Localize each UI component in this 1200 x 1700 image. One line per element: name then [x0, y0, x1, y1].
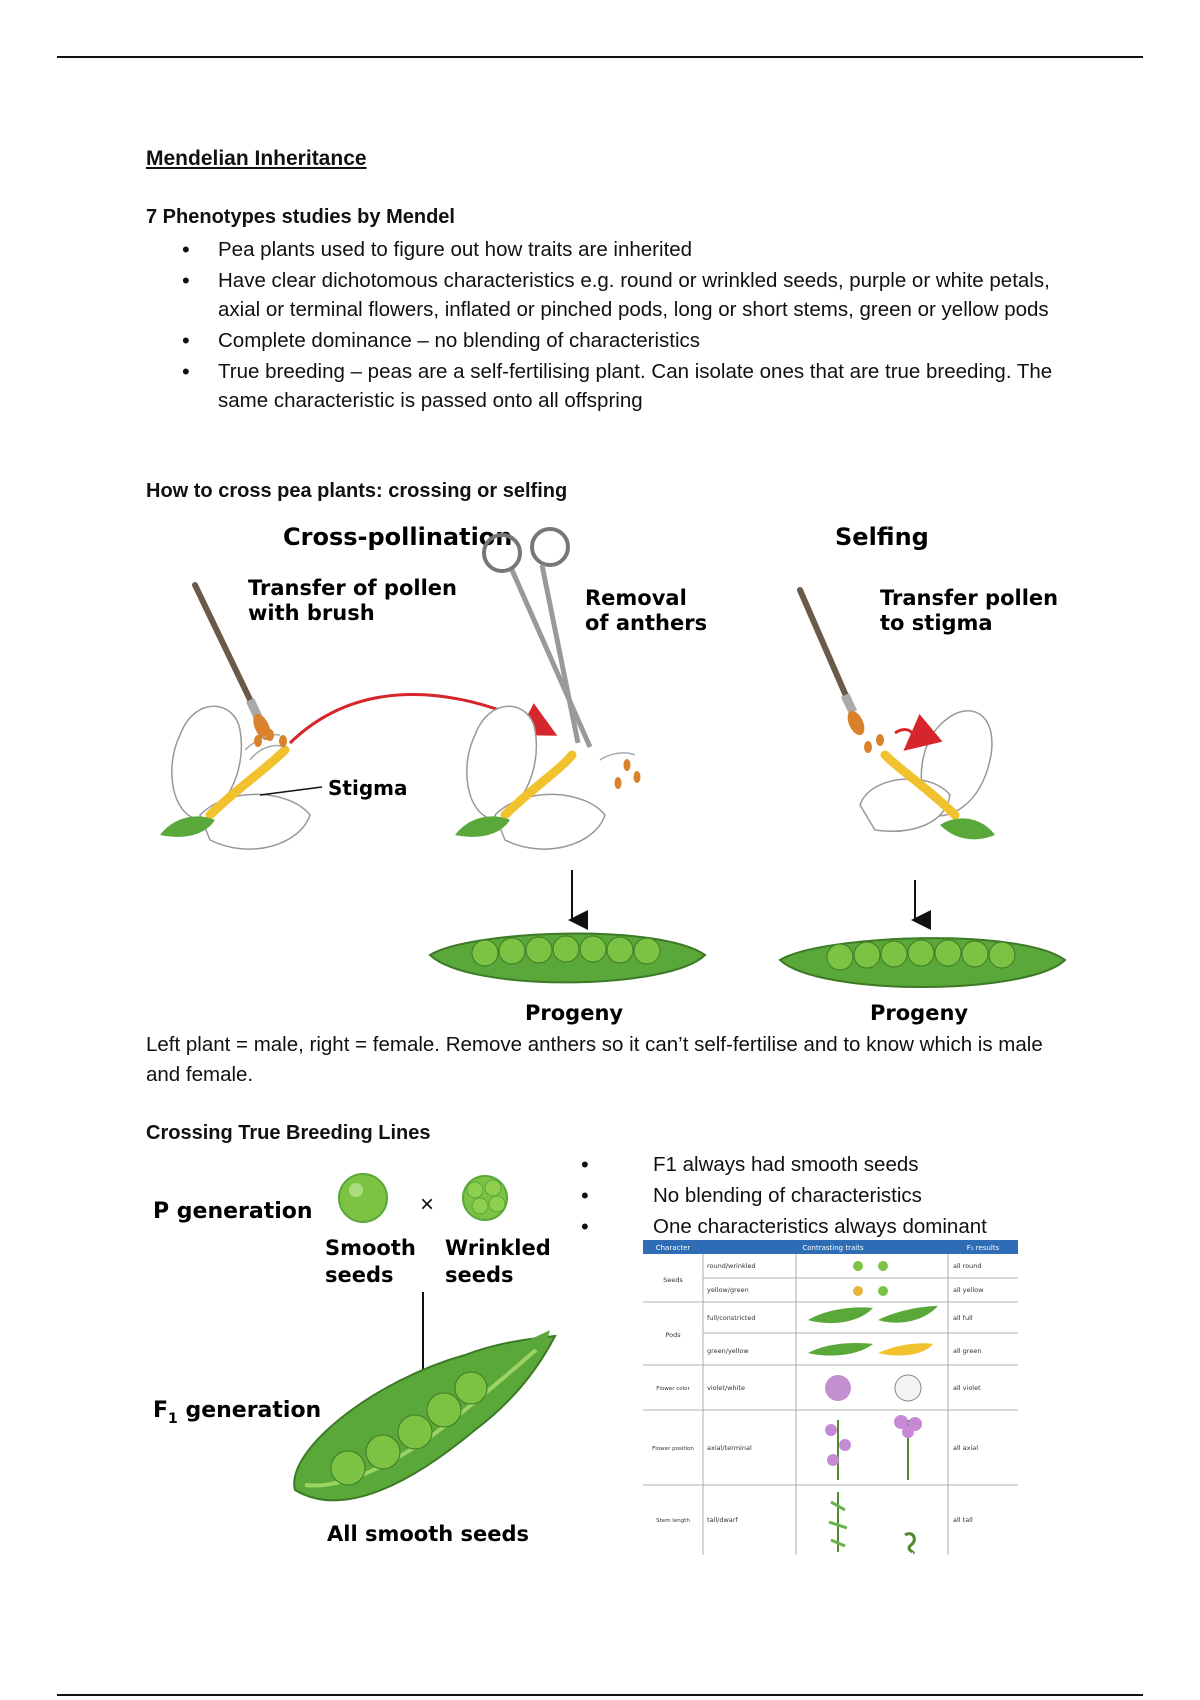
progeny-left: Progeny	[525, 1001, 623, 1025]
table-row: full/constricted	[707, 1314, 756, 1322]
table-row: Seeds	[663, 1276, 683, 1284]
table-row: tall/dwarf	[707, 1516, 738, 1524]
table-row: all tall	[953, 1516, 973, 1524]
pollination-figure: Cross-pollination Selfing Transfer of po…	[140, 515, 1080, 1030]
section2-heading: How to cross pea plants: crossing or sel…	[146, 480, 567, 503]
table-row: Flower position	[652, 1446, 694, 1452]
table-row: all green	[953, 1347, 981, 1355]
cross-figure: P generation × Smooth seeds Wrinkled see…	[145, 1160, 565, 1550]
section1-heading: 7 Phenotypes studies by Mendel	[146, 206, 455, 229]
smooth-seed-icon	[339, 1174, 387, 1222]
table-row: Stem length	[656, 1518, 690, 1524]
table-header-character: Character	[656, 1244, 691, 1252]
list-item: Pea plants used to figure out how traits…	[146, 235, 1066, 264]
pod-icon	[430, 934, 705, 983]
list-item: No blending of characteristics	[545, 1181, 1045, 1210]
table-row: violet/white	[707, 1384, 745, 1392]
section3-bullets: F1 always had smooth seeds No blending o…	[545, 1150, 1045, 1243]
table-header-traits: Contrasting traits	[802, 1244, 864, 1252]
table-header-results: F₁ results	[967, 1244, 1000, 1252]
label-self-pollen: Transfer pollen	[880, 586, 1058, 610]
smooth-seeds-label-line2: seeds	[325, 1263, 394, 1287]
table-row: axial/terminal	[707, 1444, 752, 1452]
male-flower-icon	[160, 706, 310, 849]
section3-heading: Crossing True Breeding Lines	[146, 1122, 431, 1145]
selfing-title: Selfing	[835, 523, 929, 551]
table-row: all full	[953, 1314, 973, 1322]
table-row: all yellow	[953, 1286, 984, 1294]
page-title: Mendelian Inheritance	[146, 147, 367, 171]
table-row: Pods	[665, 1331, 681, 1339]
f1-generation-label: F1 generation	[153, 1398, 321, 1427]
section2-caption: Left plant = male, right = female. Remov…	[146, 1030, 1056, 1090]
table-row: green/yellow	[707, 1347, 749, 1355]
smooth-seeds-label: Smooth	[325, 1236, 416, 1260]
all-smooth-label: All smooth seeds	[327, 1522, 529, 1546]
table-row: round/wrinkled	[707, 1262, 756, 1270]
table-row: all round	[953, 1262, 982, 1270]
traits-table: Character Contrasting traits F₁ results …	[643, 1240, 1018, 1555]
label-brush-line2: with brush	[248, 601, 375, 625]
label-self-pollen-line2: to stigma	[880, 611, 993, 635]
label-stigma: Stigma	[328, 776, 407, 800]
wrinkled-seeds-label: Wrinkled	[445, 1236, 551, 1260]
label-brush: Transfer of pollen	[248, 576, 457, 600]
table-row: all axial	[953, 1444, 978, 1452]
top-rule	[57, 56, 1143, 58]
p-generation-label: P generation	[153, 1199, 313, 1224]
cross-pollination-title: Cross-pollination	[283, 523, 512, 551]
wrinkled-seeds-label-line2: seeds	[445, 1263, 514, 1287]
progeny-right: Progeny	[870, 1001, 968, 1025]
cross-symbol: ×	[420, 1191, 434, 1218]
list-item: True breeding – peas are a self-fertilis…	[146, 357, 1066, 415]
selfing-flower-icon	[860, 711, 995, 840]
list-item: Have clear dichotomous characteristics e…	[146, 266, 1066, 324]
label-anthers: Removal	[585, 586, 687, 610]
table-row: yellow/green	[707, 1286, 749, 1294]
brush-icon	[800, 590, 868, 738]
female-flower-icon	[455, 706, 641, 849]
section1-bullets: Pea plants used to figure out how traits…	[146, 235, 1066, 417]
open-pod-icon	[294, 1330, 555, 1500]
list-item: Complete dominance – no blending of char…	[146, 326, 1066, 355]
pod-icon	[780, 938, 1065, 987]
list-item: F1 always had smooth seeds	[545, 1150, 1045, 1179]
label-anthers-line2: of anthers	[585, 611, 707, 635]
wrinkled-seed-icon	[463, 1176, 507, 1220]
table-row: all violet	[953, 1384, 981, 1392]
bottom-rule	[57, 1694, 1143, 1696]
table-row: Flower color	[656, 1386, 690, 1392]
list-item: One characteristics always dominant	[545, 1212, 1045, 1241]
